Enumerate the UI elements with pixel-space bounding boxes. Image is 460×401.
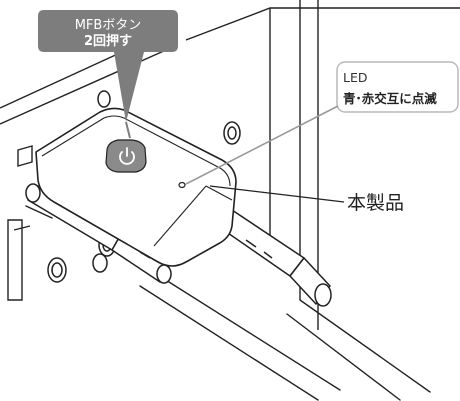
led-leader-line (185, 105, 339, 185)
product-body (35, 107, 237, 267)
led-callout (185, 61, 459, 185)
product-leader-line (209, 185, 345, 203)
mfb-button[interactable] (105, 139, 147, 173)
mfb-callout-line1: MFBボタン (74, 18, 142, 33)
led-callout-line2: 青･赤交互に点滅 (343, 91, 437, 106)
led-callout-line1: LED (343, 70, 368, 85)
mfb-callout-line2: 2回押す (83, 34, 133, 49)
product-label: 本製品 (347, 192, 405, 214)
right-plug (211, 205, 332, 307)
power-icon (119, 147, 135, 165)
led-indicator (178, 181, 186, 189)
cables (25, 189, 431, 401)
mfb-callout (38, 10, 178, 139)
